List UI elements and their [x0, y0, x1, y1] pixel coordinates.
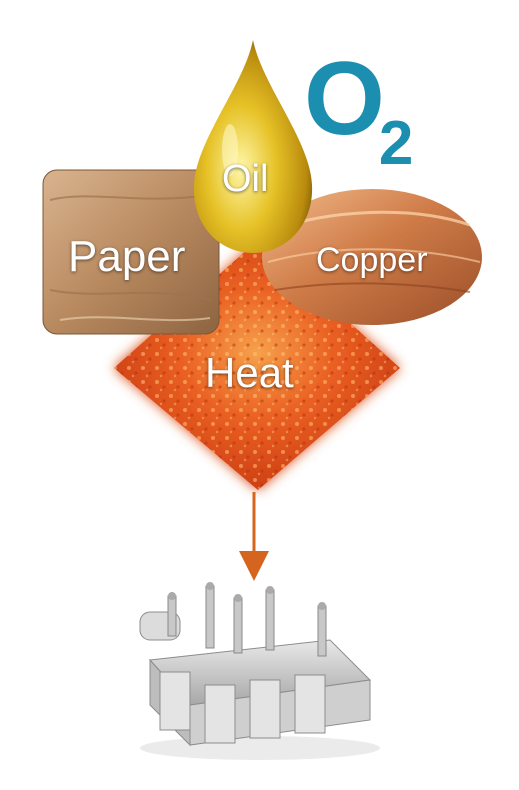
oxygen-symbol: O: [304, 41, 385, 157]
transformer-icon: [139, 582, 380, 760]
oxygen-label: O2: [304, 40, 417, 178]
heat-label: Heat: [205, 349, 294, 396]
paper-label: Paper: [68, 232, 186, 281]
copper-label: Copper: [316, 241, 428, 279]
oxygen-subscript: 2: [378, 109, 414, 178]
oil-label: Oil: [222, 158, 269, 200]
paper-shape: [42, 169, 220, 335]
oil-drop-shape: [193, 40, 313, 253]
heat-shape: [114, 240, 400, 490]
